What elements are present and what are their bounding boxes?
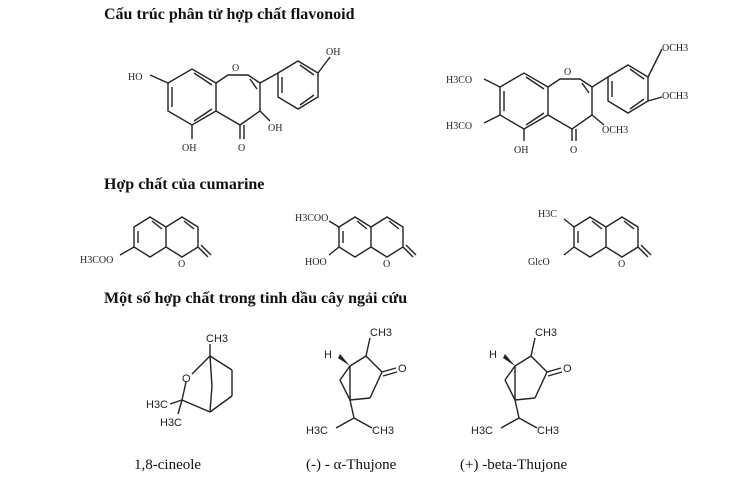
flavonoid1-ho-left: HO <box>128 72 142 83</box>
cineole-ch3-top: CH3 <box>206 333 228 345</box>
ring-a <box>167 68 217 126</box>
flavonoid-structure-1: O OH HO OH OH O <box>128 47 340 154</box>
flavonoid1-oh-bottom: OH <box>182 143 196 154</box>
flavonoid2-oh-bottom: OH <box>514 145 528 156</box>
alpha-thujone-ch3-b: CH3 <box>372 425 394 437</box>
beta-thujone-o: O <box>563 363 572 375</box>
coumarin3-substituent-bottom: GlcO <box>528 257 550 268</box>
alpha-thujone-structure: CH3 H O H3C CH3 <box>306 327 407 437</box>
ring-a <box>499 72 549 130</box>
beta-thujone-caption: (+) -beta-Thujone <box>460 457 568 473</box>
coumarin3-ring-o: O <box>618 259 625 270</box>
coumarin-structure-1: H3COO O <box>80 216 212 270</box>
coumarin2-ring-o: O <box>383 259 390 270</box>
alpha-thujone-o: O <box>398 363 407 375</box>
coumarin-structure-3: H3C GlcO O <box>528 209 652 270</box>
coumarin-section-title: Hợp chất của cumarine <box>104 176 265 193</box>
coumarin1-ring-o: O <box>178 259 185 270</box>
alpha-thujone-h3c: H3C <box>306 425 328 437</box>
cineole-h3c-1: H3C <box>146 399 168 411</box>
flavonoid1-oh-top: OH <box>326 47 340 58</box>
cineole-caption: 1,8-cineole <box>134 457 202 473</box>
flavonoid2-carbonyl-o: O <box>570 145 577 156</box>
alpha-thujone-caption: (-) - α-Thujone <box>306 457 397 473</box>
flavonoid-section-title: Cấu trúc phân tử hợp chất flavonoid <box>104 6 355 23</box>
coumarin3-substituent-top: H3C <box>538 209 557 220</box>
flavonoid1-ring-o: O <box>232 63 239 74</box>
flavonoid2-ring-o: O <box>564 67 571 78</box>
flavonoid-structure-2: O OCH3 OCH3 H3CO H3CO OCH3 OH O <box>446 43 688 156</box>
alpha-thujone-h: H <box>324 349 332 361</box>
flavonoid1-carbonyl-o: O <box>238 143 245 154</box>
beta-thujone-h3c: H3C <box>471 425 493 437</box>
beta-thujone-structure: CH3 H O H3C CH3 <box>471 327 572 437</box>
coumarin-structure-2: H3COO HOO O <box>295 213 417 270</box>
ring-b <box>277 60 319 110</box>
beta-thujone-h: H <box>489 349 497 361</box>
cineole-h3c-2: H3C <box>160 417 182 429</box>
cineole-structure: CH3 O H3C H3C <box>146 333 233 429</box>
coumarin2-substituent-top: H3COO <box>295 213 328 224</box>
flavonoid2-och3-c3: OCH3 <box>602 125 628 136</box>
essential-oil-section-title: Một số hợp chất trong tinh dầu cây ngải … <box>104 290 408 307</box>
alpha-thujone-ch3: CH3 <box>370 327 392 339</box>
flavonoid2-h3co-2: H3CO <box>446 121 472 132</box>
cineole-o-bridge: O <box>182 373 191 385</box>
flavonoid2-och3-right: OCH3 <box>662 91 688 102</box>
flavonoid1-oh-right: OH <box>268 123 282 134</box>
flavonoid2-och3-top: OCH3 <box>662 43 688 54</box>
ring-b <box>607 64 649 114</box>
coumarin1-substituent: H3COO <box>80 255 113 266</box>
flavonoid2-h3co-1: H3CO <box>446 75 472 86</box>
beta-thujone-ch3-b: CH3 <box>537 425 559 437</box>
coumarin2-substituent-bottom: HOO <box>305 257 327 268</box>
beta-thujone-ch3: CH3 <box>535 327 557 339</box>
